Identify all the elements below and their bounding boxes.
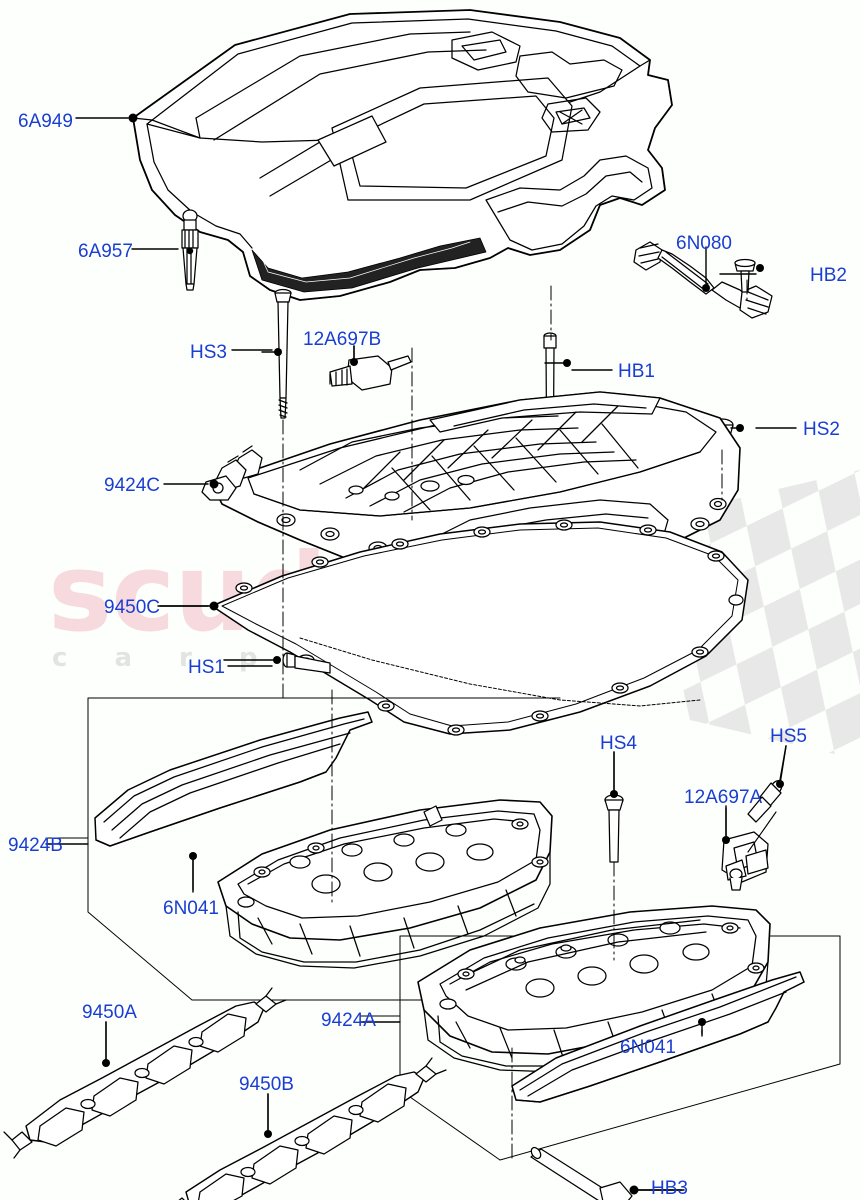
bolt-HB3 — [530, 1146, 685, 1200]
label-HS2[interactable]: HS2 — [803, 419, 840, 440]
label-9424A[interactable]: 9424A — [321, 1010, 376, 1031]
label-HS4[interactable]: HS4 — [600, 733, 637, 754]
label-6A949[interactable]: 6A949 — [18, 111, 73, 132]
camshaft-cover-9424B — [217, 799, 553, 969]
bolt-HS5 — [747, 745, 787, 823]
label-9424B[interactable]: 9424B — [8, 835, 63, 856]
label-6N041-left[interactable]: 6N041 — [163, 898, 219, 919]
sensor-12A697A — [721, 807, 777, 891]
label-HB1[interactable]: HB1 — [618, 361, 655, 382]
bolt-HB2 — [734, 258, 764, 293]
inlet-gasket-9450B — [178, 1057, 447, 1200]
label-12A697B[interactable]: 12A697B — [303, 329, 382, 350]
label-HS5[interactable]: HS5 — [770, 726, 807, 747]
stud-bolt-HS3 — [261, 288, 292, 419]
sensor-12A697B — [329, 345, 412, 391]
assembly-axis-lines — [282, 279, 748, 1161]
label-6N041-right[interactable]: 6N041 — [620, 1037, 676, 1058]
engine-cover-6A949 — [132, 9, 673, 301]
retainer-pin-6A957 — [181, 209, 199, 291]
label-6A957[interactable]: 6A957 — [78, 241, 133, 262]
cover-gasket-6N041-right — [511, 971, 805, 1103]
label-9450C[interactable]: 9450C — [104, 597, 160, 618]
label-6N080[interactable]: 6N080 — [676, 233, 732, 254]
label-12A697A[interactable]: 12A697A — [684, 787, 763, 808]
inlet-gasket-9450A — [3, 987, 287, 1159]
label-9424C[interactable]: 9424C — [104, 475, 160, 496]
label-9450B[interactable]: 9450B — [239, 1074, 294, 1095]
label-HS1[interactable]: HS1 — [188, 657, 225, 678]
label-HB3[interactable]: HB3 — [651, 1178, 688, 1199]
label-9450A[interactable]: 9450A — [82, 1002, 137, 1023]
leader-lines — [45, 113, 797, 1191]
label-HS3[interactable]: HS3 — [190, 342, 227, 363]
label-HB2[interactable]: HB2 — [810, 265, 847, 286]
breather-hose-6N080 — [633, 241, 773, 319]
cover-gasket-6N041-left — [94, 711, 373, 893]
manifold-gasket-9450C — [157, 519, 749, 736]
bracket-9424B — [45, 697, 561, 1001]
